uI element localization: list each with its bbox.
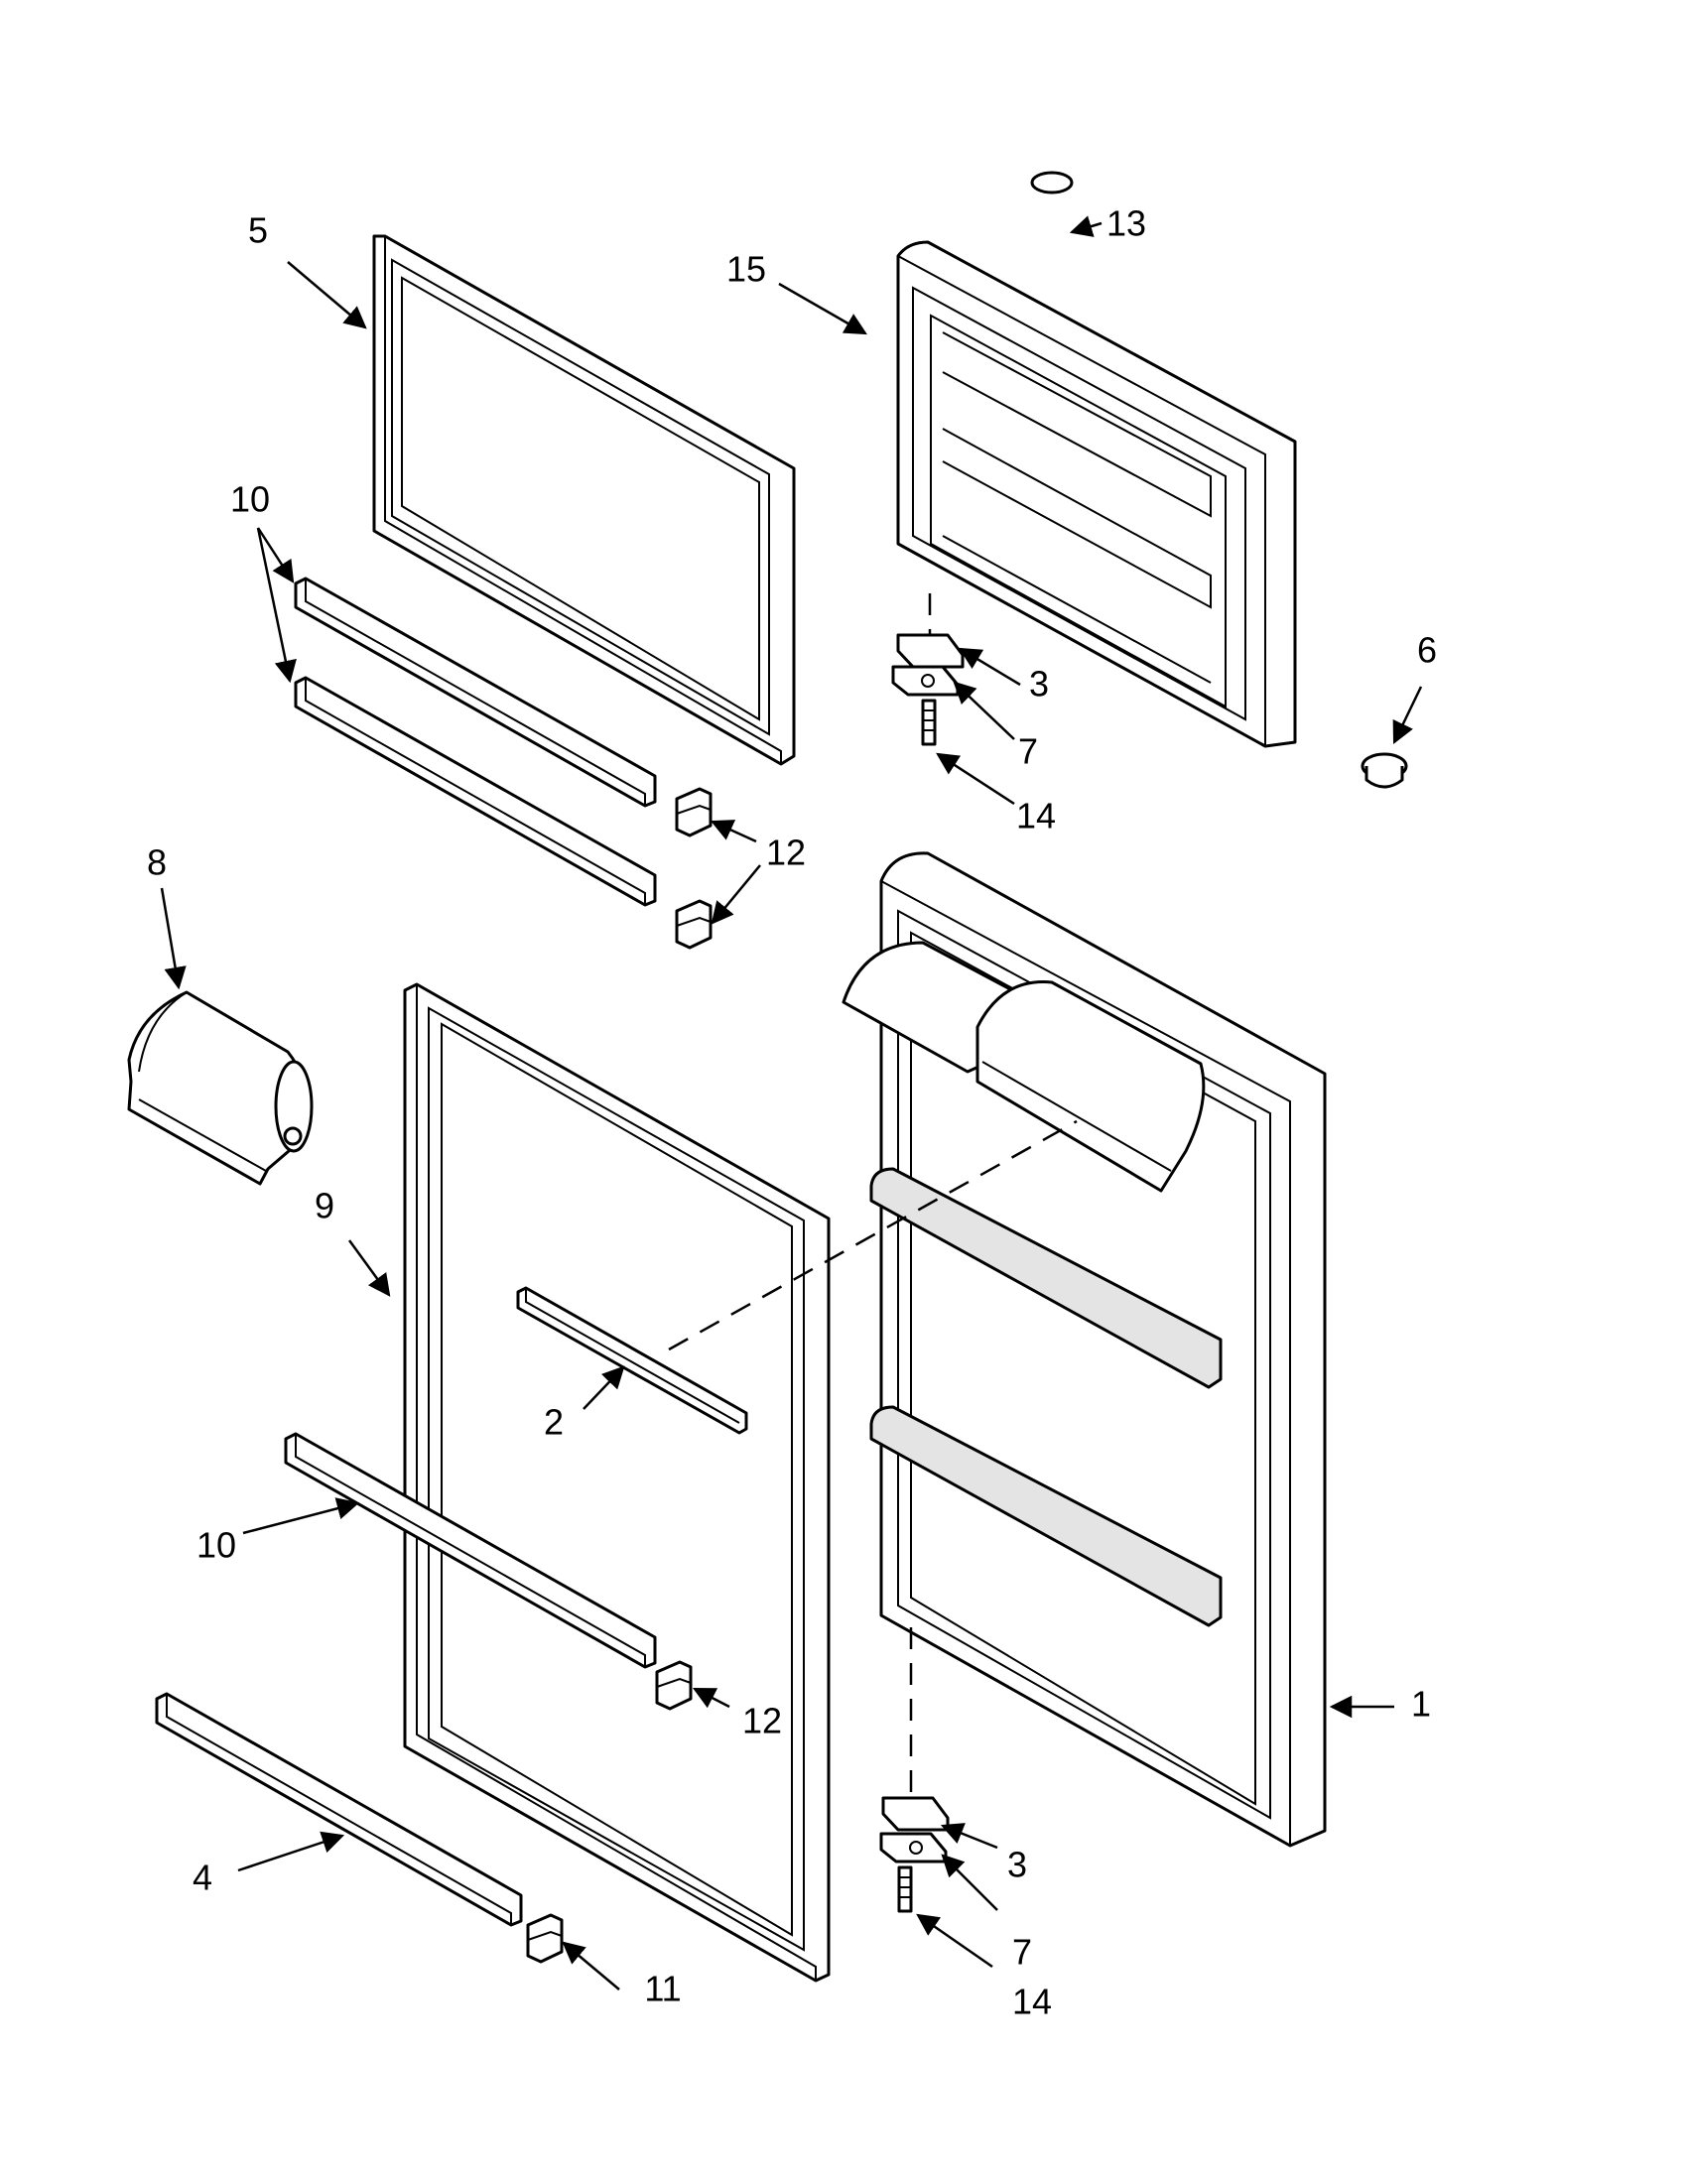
callout-14-upper: 14: [1016, 796, 1056, 836]
leader-lines: [160, 215, 1423, 1991]
callout-10-lower: 10: [196, 1525, 236, 1566]
freezer-door-trim-lower: [294, 676, 657, 907]
fresh-food-door-gasket: [403, 982, 831, 1983]
callout-10-upper: 10: [230, 479, 270, 520]
callout-7-upper: 7: [1018, 731, 1038, 772]
fresh-food-door-trim: [284, 1432, 657, 1669]
fresh-food-hinge: [879, 1627, 950, 1913]
callout-12-upper: 12: [766, 833, 806, 873]
callout-15: 15: [726, 249, 766, 290]
callout-2: 2: [544, 1402, 564, 1443]
callout-1: 1: [1411, 1684, 1431, 1725]
callout-3-upper: 3: [1029, 664, 1049, 705]
lower-trim-end-cap: [526, 1913, 564, 1964]
freezer-door: [896, 171, 1297, 748]
freezer-door-trim-upper: [294, 577, 657, 808]
callout-5: 5: [248, 210, 268, 251]
lower-door-trim: [155, 1692, 523, 1927]
callout-11: 11: [644, 1969, 681, 2009]
callout-3-lower: 3: [1007, 1845, 1027, 1885]
callout-8: 8: [147, 842, 167, 883]
callout-labels: 13 5 15 10 3 6 7 14 12 8 9 2 10 12 1 3 4…: [147, 203, 1437, 2022]
callout-6: 6: [1417, 630, 1437, 671]
trim-end-cap-upper: [675, 787, 713, 837]
callout-9: 9: [315, 1186, 334, 1226]
fresh-food-trim-end-cap: [655, 1660, 693, 1711]
freezer-door-gasket: [372, 234, 796, 766]
hole-plug: [1361, 752, 1408, 789]
callout-13: 13: [1106, 203, 1146, 244]
door-shelf-trim: [516, 1286, 748, 1435]
callout-4: 4: [193, 1858, 212, 1898]
callout-12-lower: 12: [742, 1701, 782, 1741]
callout-7-lower: 7: [1012, 1932, 1032, 1973]
dairy-door-bin: [127, 990, 314, 1186]
callout-14-lower: 14: [1012, 1982, 1052, 2022]
freezer-hinge: [891, 593, 965, 746]
trim-end-cap-lower: [675, 899, 713, 950]
fresh-food-door: [842, 851, 1327, 1848]
